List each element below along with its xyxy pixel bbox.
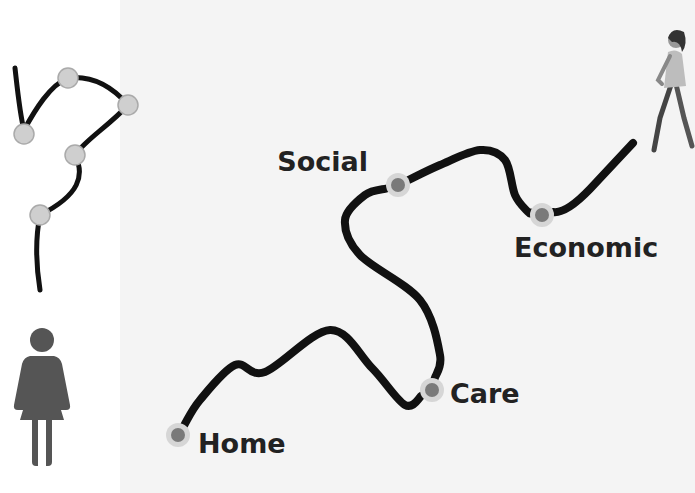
stop-dot bbox=[166, 423, 190, 447]
road-end bbox=[553, 143, 633, 212]
stop-dot bbox=[386, 173, 410, 197]
path-stop: Home bbox=[166, 423, 190, 447]
stop-label: Care bbox=[450, 379, 520, 409]
road-segment bbox=[345, 189, 441, 379]
background-panel bbox=[120, 0, 695, 493]
woman-icon bbox=[14, 328, 70, 466]
stop-dot bbox=[420, 378, 444, 402]
road-segment bbox=[184, 330, 421, 425]
path-stop: Economic bbox=[530, 203, 554, 227]
path-stop: Social bbox=[386, 173, 410, 197]
road-segment bbox=[409, 150, 531, 214]
walking-woman bbox=[654, 30, 692, 150]
mini-dots bbox=[14, 68, 138, 225]
stop-label: Economic bbox=[514, 233, 658, 263]
stop-label: Home bbox=[198, 429, 286, 459]
mini-path bbox=[15, 68, 128, 290]
stop-label: Social bbox=[277, 147, 368, 177]
path-stop: Care bbox=[420, 378, 444, 402]
stop-dot bbox=[530, 203, 554, 227]
